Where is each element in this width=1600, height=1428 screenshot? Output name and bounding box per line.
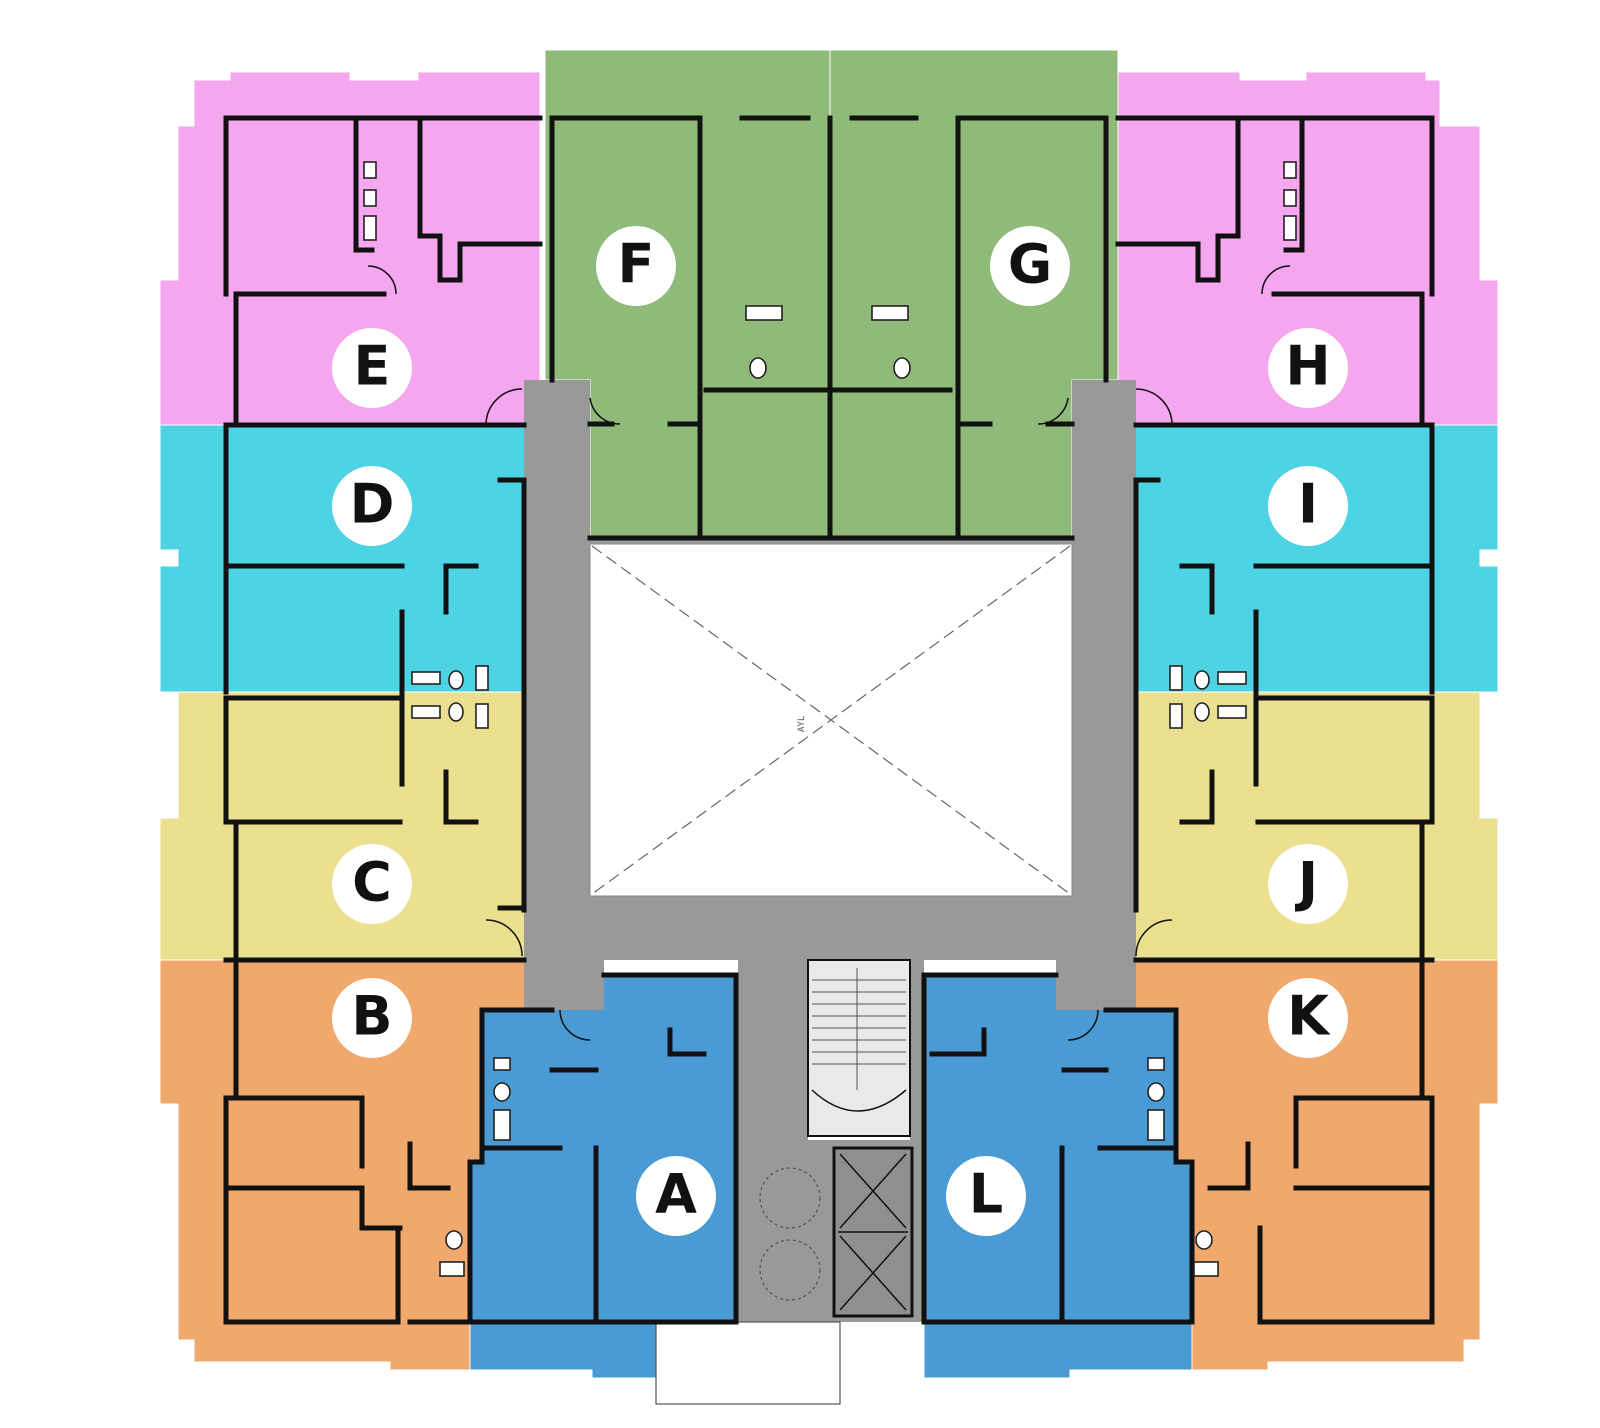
unit-c-zone[interactable]	[159, 691, 541, 961]
unit-d-zone[interactable]	[159, 424, 541, 693]
bathroom-fixtures	[363, 161, 1297, 1277]
unit-label-circle	[1268, 978, 1348, 1058]
unit-label-text: J	[1294, 851, 1318, 914]
unit-label-j: J	[1268, 844, 1348, 924]
unit-label-circle	[332, 844, 412, 924]
unit-label-circle	[596, 226, 676, 306]
unit-label-circle	[332, 466, 412, 546]
unit-label-e: E	[332, 328, 412, 408]
unit-label-text: I	[1298, 473, 1318, 536]
unit-label-f: F	[596, 226, 676, 306]
lift-cross	[838, 1153, 908, 1311]
unit-label-c: C	[332, 844, 412, 924]
unit-label-text: C	[352, 851, 392, 914]
stairwell	[807, 959, 911, 1137]
unit-label-circle	[990, 226, 1070, 306]
void-diagonals	[591, 545, 1071, 895]
void-label: AYL	[797, 716, 807, 732]
unit-i-zone[interactable]	[1117, 424, 1499, 693]
unit-label-a: A	[636, 1156, 716, 1236]
entrance-step	[655, 1321, 841, 1405]
unit-e-zone[interactable]	[159, 71, 541, 426]
unit-label-text: E	[354, 335, 391, 398]
unit-label-circle	[636, 1156, 716, 1236]
duct-circle	[759, 1239, 821, 1301]
unit-label-text: B	[351, 985, 392, 1048]
unit-label-circle	[332, 328, 412, 408]
unit-label-text: D	[350, 473, 395, 536]
stair-landing-curve	[811, 1089, 907, 1112]
stair-treads	[812, 968, 906, 1090]
unit-labels: A B C D E F G H I J K L	[332, 226, 1348, 1236]
unit-label-l: L	[946, 1156, 1026, 1236]
unit-label-circle	[1268, 466, 1348, 546]
unit-label-text: G	[1008, 233, 1052, 296]
unit-label-h: H	[1268, 328, 1348, 408]
door-swings	[367, 265, 1291, 1041]
unit-label-d: D	[332, 466, 412, 546]
unit-label-text: F	[618, 233, 655, 296]
duct-circle	[759, 1167, 821, 1229]
unit-label-circle	[946, 1156, 1026, 1236]
unit-label-b: B	[332, 978, 412, 1058]
unit-label-circle	[1268, 328, 1348, 408]
unit-h-zone[interactable]	[1117, 71, 1499, 426]
unit-label-text: H	[1285, 335, 1330, 398]
unit-label-text: K	[1287, 985, 1331, 1048]
unit-label-k: K	[1268, 978, 1348, 1058]
unit-label-text: L	[969, 1163, 1003, 1226]
unit-label-text: A	[655, 1163, 697, 1226]
unit-label-circle	[1268, 844, 1348, 924]
unit-label-i: I	[1268, 466, 1348, 546]
unit-label-g: G	[990, 226, 1070, 306]
unit-label-circle	[332, 978, 412, 1058]
walls	[223, 115, 1435, 1325]
